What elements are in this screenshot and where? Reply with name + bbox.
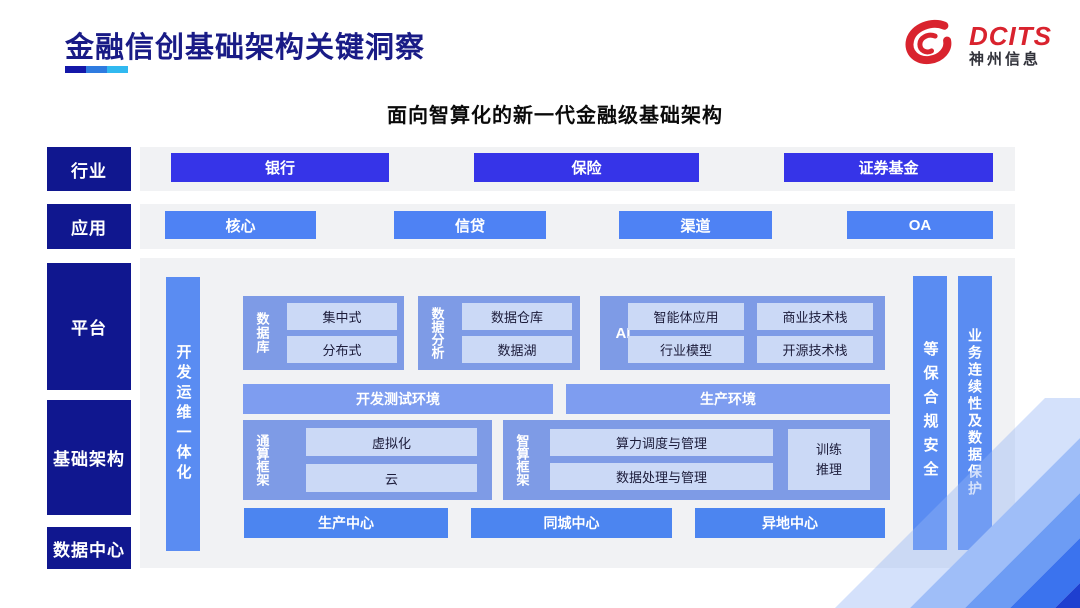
rail-label-application: 应用 [47,204,131,249]
app-chip-credit: 信贷 [394,211,546,239]
dc-bar-samecity: 同城中心 [471,508,672,538]
analytics-group-label: 数据分析 [429,307,445,359]
rail-label-platform: 平台 [47,263,131,390]
ai-compute-item-training-inference: 训练推理 [788,429,870,490]
application-strip: 核心 信贷 渠道 OA [140,204,1015,249]
analytics-group: 数据分析 数据仓库 数据湖 [418,296,580,370]
ai-group: AI 智能体应用 商业技术栈 行业模型 开源技术栈 [600,296,885,370]
app-chip-core: 核心 [165,211,316,239]
devops-vertical-bar: 开发运维一体化 [166,277,200,551]
database-group: 数据库 集中式 分布式 [243,296,404,370]
general-compute-label: 通算框架 [254,434,270,486]
rail-label-datacenter: 数据中心 [47,527,131,569]
industry-chip-securities: 证券基金 [784,153,993,182]
title-underline [65,66,128,73]
rail-label-industry: 行业 [47,147,131,191]
ai-item-commercial-stack: 商业技术栈 [757,303,873,330]
ai-item-industry-models: 行业模型 [628,336,744,363]
app-chip-oa: OA [847,211,993,239]
ai-compute-group: 智算框架 算力调度与管理 数据处理与管理 训练推理 [503,420,890,500]
dcits-swirl-icon [899,16,961,75]
continuity-vertical-bar: 业务连续性及数据保护 [958,276,992,550]
rail-label-infrastructure: 基础架构 [47,400,131,515]
database-group-label: 数据库 [254,312,270,354]
platform-panel: 开发运维一体化 数据库 集中式 分布式 数据分析 数据仓库 数据湖 AI 智能体… [140,258,1015,568]
database-item-distributed: 分布式 [287,336,397,363]
devtest-env-bar: 开发测试环境 [243,384,553,414]
dc-bar-production: 生产中心 [244,508,448,538]
app-chip-channel: 渠道 [619,211,772,239]
compute-item-virtualization: 虚拟化 [306,428,477,456]
ai-item-opensource-stack: 开源技术栈 [757,336,873,363]
logo-brand-text: DCITS [969,20,1052,51]
security-vertical-bar: 等保合规安全 [913,276,947,550]
dc-bar-remote: 异地中心 [695,508,885,538]
ai-compute-item-dataprocessing: 数据处理与管理 [550,463,773,490]
ai-compute-label: 智算框架 [514,434,530,486]
general-compute-group: 通算框架 虚拟化 云 [243,420,492,500]
logo-company-text: 神州信息 [969,51,1042,69]
company-logo: DCITS 神州信息 [899,16,1052,75]
ai-compute-item-scheduling: 算力调度与管理 [550,429,773,456]
compute-item-cloud: 云 [306,464,477,492]
analytics-item-lake: 数据湖 [462,336,572,363]
ai-item-agent-apps: 智能体应用 [628,303,744,330]
industry-chip-insurance: 保险 [474,153,699,182]
industry-strip: 银行 保险 证券基金 [140,147,1015,191]
analytics-item-warehouse: 数据仓库 [462,303,572,330]
industry-chip-bank: 银行 [171,153,389,182]
page-title: 金融信创基础架构关键洞察 [65,32,426,64]
diagram-subtitle: 面向智算化的新一代金融级基础架构 [387,105,723,127]
production-env-bar: 生产环境 [566,384,890,414]
database-item-centralized: 集中式 [287,303,397,330]
ai-group-label: AI [615,324,631,342]
